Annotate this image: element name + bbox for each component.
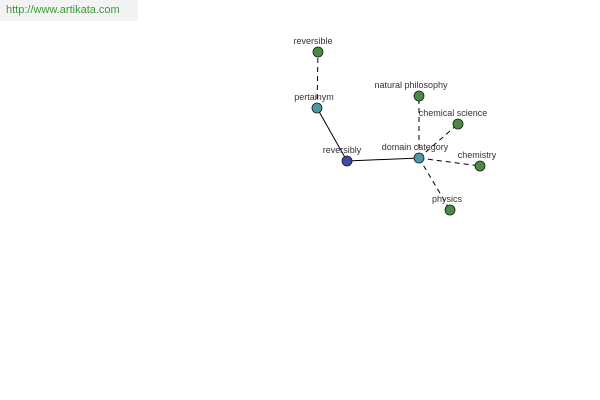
- node-reversibly[interactable]: [341, 155, 353, 167]
- node-reversible[interactable]: [312, 46, 324, 58]
- node-physics[interactable]: [444, 204, 456, 216]
- node-label-chemical-science: chemical science: [419, 108, 488, 118]
- node-label-chemistry: chemistry: [458, 150, 497, 160]
- node-label-domain-category: domain category: [382, 142, 449, 152]
- node-label-pertainym: pertainym: [294, 92, 334, 102]
- edge-domain-category-to-chemical-science: [418, 123, 459, 159]
- edge-pertainym-to-reversible: [316, 51, 319, 109]
- node-label-reversible: reversible: [293, 36, 332, 46]
- edge-domain-category-to-chemistry: [418, 157, 481, 167]
- node-chemical-science[interactable]: [452, 118, 464, 130]
- node-label-natural-philosophy: natural philosophy: [374, 80, 448, 90]
- node-domain-category[interactable]: [413, 152, 425, 164]
- node-pertainym[interactable]: [311, 102, 323, 114]
- node-natural-philosophy[interactable]: [413, 90, 425, 102]
- watermark-link[interactable]: http://www.artikata.com: [0, 0, 138, 21]
- node-label-physics: physics: [432, 194, 463, 204]
- node-chemistry[interactable]: [474, 160, 486, 172]
- labels-layer: reversibly pertainym reversible domain cate…: [293, 36, 496, 204]
- nodes-layer: [311, 46, 486, 216]
- node-label-reversibly: reversibly: [323, 145, 362, 155]
- edge-reversibly-to-pertainym: [316, 107, 348, 162]
- edge-reversibly-to-domain-category: [346, 157, 420, 162]
- edge-domain-category-to-physics: [418, 157, 451, 211]
- edges-layer: [316, 51, 481, 211]
